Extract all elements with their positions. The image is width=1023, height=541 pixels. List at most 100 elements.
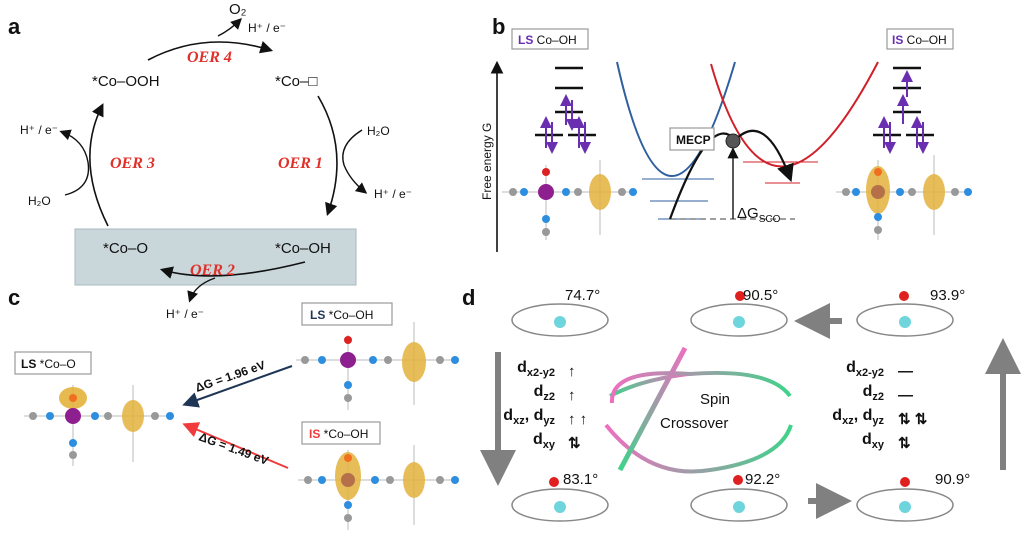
panel-d: d 74.7° 90.5° 93.9° 83.1° 92.2° 90.9° S	[462, 285, 1021, 522]
is-co-oh-box	[886, 28, 954, 50]
ls-co-oh-box-c	[301, 302, 393, 326]
delta-g-sub: SCO	[759, 214, 781, 225]
h-e-left: H⁺ / e⁻	[20, 123, 58, 137]
panel-b: b LS Co–OH IS Co–OH Free energy G MEC	[480, 14, 972, 252]
angle-2: 90.5°	[743, 287, 778, 304]
o2-label: O₂	[229, 1, 247, 18]
oer2-side-arrow	[187, 277, 216, 303]
oer3-side-arrow	[59, 129, 90, 196]
orbital-occupancy: —	[898, 363, 913, 380]
orbital-occupancy: ⇅ ⇅	[898, 411, 928, 428]
angle-3: 93.9°	[930, 287, 965, 304]
species-co-ooh: *Co–OOH	[92, 73, 160, 90]
orbital-label: dz2	[863, 383, 884, 403]
panel-label-b: b	[492, 14, 505, 39]
is-co-oh-molecule	[836, 155, 972, 240]
is-co-oh-molecule-c	[298, 445, 459, 530]
product-prefix: LS	[21, 357, 36, 371]
h-e-top: H⁺ / e⁻	[248, 21, 286, 35]
oer4-label: OER 4	[187, 49, 232, 66]
oer3-label: OER 3	[110, 155, 155, 172]
orbital-label: dxz, dyz	[503, 407, 555, 427]
orbital-label: dz2	[534, 383, 555, 403]
is-potential-curve	[710, 61, 879, 168]
ls-co-oh-molecule-c	[296, 322, 459, 410]
panel-a: a *Co–OOH *Co–□ *Co–OH *Co–O O₂ H⁺ / e⁻ …	[8, 1, 412, 321]
free-energy-axis-label: Free energy G	[480, 123, 494, 200]
panel-label-a: a	[8, 14, 21, 39]
ls-electron-spins	[540, 94, 591, 154]
mecp-box	[669, 127, 715, 151]
is-co-oh-label: IS Co–OH	[892, 33, 947, 47]
angle-6: 90.9°	[935, 471, 970, 488]
ls-pathway-arrow	[182, 365, 293, 408]
orbital-label: dx2-y2	[846, 359, 884, 379]
crossover-arc-lower	[604, 423, 793, 474]
is-prefix-c: IS	[309, 427, 320, 441]
metal-centers	[549, 291, 911, 513]
panel-c: c LS *Co–O LS *Co–OH IS *Co–OH ΔG = 1.96…	[8, 285, 459, 530]
ls-co-oh-box	[511, 28, 589, 50]
oer4-arrow	[147, 41, 274, 61]
ls-pathway-energy: ΔG = 1.96 eV	[193, 358, 267, 395]
h-e-right: H⁺ / e⁻	[374, 187, 412, 201]
is-electron-spins	[878, 70, 929, 154]
orbital-label: dxy	[533, 431, 556, 451]
orbital-label: dxy	[862, 431, 885, 451]
porphyrin-structures	[511, 303, 954, 522]
species-co-oh: *Co–OH	[275, 240, 331, 257]
orbital-occupancy: ↑	[568, 363, 576, 380]
right-orbital-table: dx2-y2—dz2—dxz, dyz⇅ ⇅dxy⇅	[832, 359, 927, 452]
ls-co-o-label: LS *Co–O	[21, 357, 76, 371]
ls-co-o-molecule	[24, 385, 174, 466]
crossover-diagonal-arrow	[617, 346, 688, 472]
h2o-right: H₂O	[367, 124, 390, 138]
h2o-left: H₂O	[28, 194, 51, 208]
species-co-o: *Co–O	[103, 240, 148, 257]
ls-text-c: *Co–OH	[325, 308, 373, 322]
is-pathway-arrow	[182, 422, 289, 469]
is-co-oh-label-c: IS *Co–OH	[309, 427, 368, 441]
delta-g-text: ΔG	[737, 205, 759, 222]
ls-text: Co–OH	[533, 33, 576, 47]
is-prefix: IS	[892, 33, 903, 47]
is-pathway-energy: ΔG = 1.49 eV	[197, 430, 270, 468]
ls-potential-curve	[616, 61, 736, 177]
oer1-side-arrow	[342, 129, 368, 194]
oer1-label: OER 1	[278, 155, 323, 172]
orbital-occupancy: ⇅	[898, 435, 911, 452]
orbital-label: dx2-y2	[517, 359, 555, 379]
orbital-occupancy: ↑	[568, 387, 576, 404]
ls-prefix-c: LS	[310, 308, 325, 322]
orbital-occupancy: ⇅	[568, 435, 581, 452]
ls-co-o-box	[14, 351, 92, 375]
mecp-label: MECP	[676, 133, 711, 147]
mecp-point	[725, 133, 741, 149]
panel-label-d: d	[462, 285, 475, 310]
panel-label-c: c	[8, 285, 20, 310]
orbital-occupancy: ↑ ↑	[568, 411, 587, 428]
oer2-label: OER 2	[190, 262, 235, 279]
is-text: Co–OH	[903, 33, 946, 47]
left-orbital-table: dx2-y2 ↑ dz2 ↑ dxz, dyz ↑ ↑ dxy ⇅	[503, 359, 587, 452]
orbital-label: dxz, dyz	[832, 407, 884, 427]
ls-co-oh-label: LS Co–OH	[518, 33, 577, 47]
product-text: *Co–O	[36, 357, 75, 371]
ls-co-oh-molecule	[502, 160, 637, 240]
angle-1: 74.7°	[565, 287, 600, 304]
h-e-bottom: H⁺ / e⁻	[166, 307, 204, 321]
is-co-oh-box-c	[301, 421, 381, 445]
crossover-arc-upper	[609, 370, 792, 404]
ls-orbital-diagram	[535, 66, 596, 137]
oer3-arrow	[89, 103, 109, 227]
is-text-c: *Co–OH	[320, 427, 368, 441]
species-co-vacancy: *Co–□	[275, 73, 317, 90]
angle-labels: 74.7° 90.5° 93.9° 83.1° 92.2° 90.9°	[563, 287, 970, 488]
oer2-arrow	[159, 261, 306, 279]
ls-co-oh-label-c: LS *Co–OH	[310, 308, 373, 322]
is-vibrational-levels	[743, 161, 818, 184]
crossover-label: Crossover	[660, 415, 728, 432]
angle-5: 92.2°	[745, 471, 780, 488]
delta-g-sco-label: ΔGSCO	[737, 205, 781, 225]
